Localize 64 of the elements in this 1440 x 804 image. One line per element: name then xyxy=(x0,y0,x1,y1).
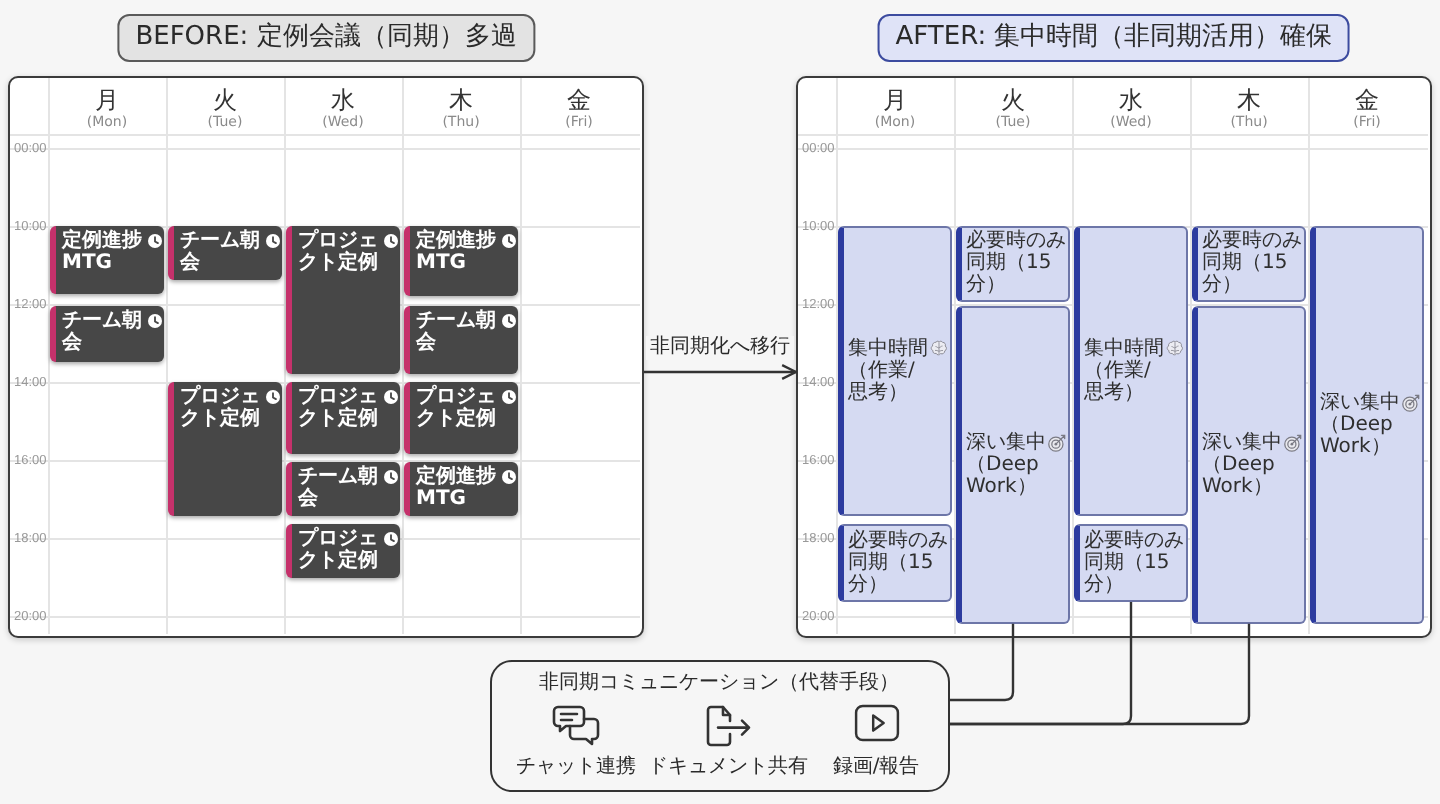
event-label: 必要時のみ同期（15分） xyxy=(966,230,1066,297)
event-block xyxy=(838,226,952,517)
event-block xyxy=(168,382,282,517)
event-block xyxy=(286,226,400,375)
day-label: 月 xyxy=(883,88,907,112)
day-label: 水 xyxy=(1119,88,1143,112)
day-label: 月 xyxy=(95,88,119,112)
event-label: プロジェクト定例 xyxy=(298,386,380,430)
day-label: 金 xyxy=(1355,88,1379,112)
day-label: 水 xyxy=(331,88,355,112)
event-block xyxy=(168,226,282,281)
panel-heading: 非同期コミュニケーション（代替手段） xyxy=(539,672,899,696)
title-banner: AFTER: 集中時間（非同期活用）確保 xyxy=(877,14,1351,62)
event-block xyxy=(838,524,952,602)
calendar-panel xyxy=(796,76,1432,638)
day-label: 金 xyxy=(567,88,591,112)
arrow xyxy=(644,364,798,380)
day-label: 木 xyxy=(449,88,473,112)
event-label: チーム朝会 xyxy=(298,466,380,511)
event-label: プロジェクト定例 xyxy=(180,386,262,430)
event-block xyxy=(1074,524,1188,602)
event-block xyxy=(286,462,400,517)
connector-line xyxy=(950,623,1251,726)
day-label: 火 xyxy=(1001,88,1025,112)
info-panel xyxy=(490,660,950,792)
icon-caption: ドキュメント共有 xyxy=(648,756,808,780)
event-label: チーム朝会 xyxy=(180,230,262,274)
event-block xyxy=(1192,226,1306,302)
event-block xyxy=(286,382,400,455)
title-banner: BEFORE: 定例会議（同期）多過 xyxy=(117,14,535,62)
event-label: 集中時間（作業/思考） xyxy=(848,338,928,405)
event-label: 深い集中（Deep Work） xyxy=(1320,391,1400,458)
day-label: 木 xyxy=(1237,88,1261,112)
day-label: 火 xyxy=(213,88,237,112)
event-label: 必要時のみ同期（15分） xyxy=(1202,230,1302,297)
event-label: 集中時間（作業/思考） xyxy=(1084,338,1164,405)
icon-caption: チャット連携 xyxy=(516,756,636,780)
event-block xyxy=(50,306,164,363)
event-block xyxy=(1310,226,1424,624)
edge-label: 非同期化へ移行 xyxy=(646,336,794,360)
event-block xyxy=(404,462,518,517)
event-label: プロジェクト定例 xyxy=(298,528,380,573)
event-label: 深い集中（Deep Work） xyxy=(966,432,1046,499)
connector-line xyxy=(950,623,1015,702)
icon-caption: 録画/報告 xyxy=(832,756,920,780)
event-label: 定例進捗MTG xyxy=(62,230,144,274)
event-block xyxy=(956,306,1070,624)
event-label: チーム朝会 xyxy=(416,310,498,355)
event-label: 必要時のみ同期（15分） xyxy=(1084,530,1184,597)
event-block xyxy=(286,524,400,579)
event-block xyxy=(404,306,518,375)
event-block xyxy=(404,226,518,297)
event-label: 深い集中（Deep Work） xyxy=(1202,432,1282,499)
event-label: 必要時のみ同期（15分） xyxy=(848,530,948,597)
event-block xyxy=(50,226,164,295)
event-label: 定例進捗MTG xyxy=(416,230,498,274)
event-label: 定例進捗MTG xyxy=(416,466,498,511)
event-block xyxy=(1192,306,1306,624)
event-block xyxy=(1074,226,1188,517)
event-block xyxy=(404,382,518,455)
event-label: プロジェクト定例 xyxy=(298,230,380,274)
event-label: チーム朝会 xyxy=(62,310,144,355)
event-label: プロジェクト定例 xyxy=(416,386,498,430)
event-block xyxy=(956,226,1070,302)
